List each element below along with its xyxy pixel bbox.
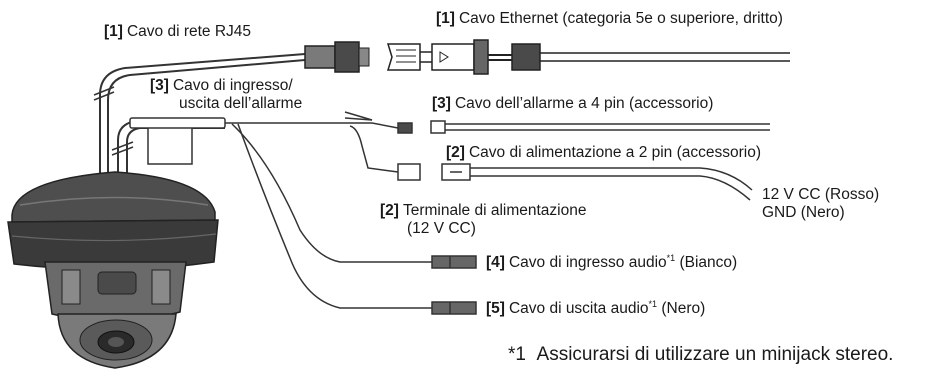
label-audio-out-text: Cavo di uscita audio — [508, 300, 649, 317]
alarm-plug-right — [430, 120, 446, 134]
mount-bracket — [147, 125, 193, 165]
label-alarm-io-line2: uscita dell’allarme — [179, 95, 303, 112]
label-ethernet-text: Cavo Ethernet (categoria 5e o superiore,… — [458, 10, 783, 27]
label-alarm-io-line1: Cavo di ingresso/ — [172, 77, 293, 94]
label-audio-in: [4]Cavo di ingresso audio*1 (Bianco) — [486, 252, 738, 272]
label-audio-out-num: [5] — [486, 300, 505, 317]
footnote-text: Assicurarsi di utilizzare un minijack st… — [536, 344, 894, 365]
label-alarm-io-num: [3] — [150, 77, 169, 94]
label-power-terminal-line1: Terminale di alimentazione — [402, 202, 587, 219]
label-alarm-4pin-num: [3] — [432, 95, 451, 112]
label-rj45-text: Cavo di rete RJ45 — [126, 23, 252, 40]
label-audio-out-sup: *1 — [648, 298, 658, 309]
label-red-wire: 12 V CC (Rosso) — [762, 186, 879, 204]
label-audio-in-text: Cavo di ingresso audio — [508, 254, 667, 271]
label-rj45-num: [1] — [104, 23, 123, 40]
label-rj45: [1]Cavo di rete RJ45 — [104, 23, 251, 41]
label-gnd-wire-text: GND (Nero) — [762, 204, 845, 221]
audio-out-jack — [431, 301, 477, 315]
label-power-2pin: [2]Cavo di alimentazione a 2 pin (access… — [446, 144, 761, 162]
audio-in-jack — [431, 255, 477, 269]
label-ethernet: [1]Cavo Ethernet (categoria 5e o superio… — [436, 10, 783, 28]
footnote-mark: *1 — [508, 344, 526, 365]
label-audio-in-num: [4] — [486, 254, 505, 271]
label-power-2pin-num: [2] — [446, 144, 465, 161]
cable-riser-left — [99, 53, 306, 182]
label-gnd-wire: GND (Nero) — [762, 204, 845, 222]
label-power-2pin-text: Cavo di alimentazione a 2 pin (accessori… — [468, 144, 762, 161]
cable-bundle — [225, 111, 770, 315]
footnote: *1 Assicurarsi di utilizzare un minijack… — [508, 344, 893, 366]
ethernet-plug-icon — [386, 43, 421, 71]
label-power-terminal-num: [2] — [380, 202, 399, 219]
label-audio-out: [5]Cavo di uscita audio*1 (Nero) — [486, 298, 706, 318]
label-audio-out-color: (Nero) — [657, 300, 706, 317]
power-terminal — [397, 163, 421, 181]
label-alarm-io: [3]Cavo di ingresso/ uscita dell’allarme — [150, 77, 302, 113]
rj45-connector-group — [304, 39, 790, 75]
label-ethernet-num: [1] — [436, 10, 455, 27]
label-audio-in-sup: *1 — [666, 252, 676, 263]
label-alarm-4pin-text: Cavo dell’allarme a 4 pin (accessorio) — [454, 95, 714, 112]
dome-camera — [7, 53, 306, 369]
label-red-wire-text: 12 V CC (Rosso) — [762, 186, 880, 203]
label-audio-in-color: (Bianco) — [675, 254, 738, 271]
alarm-cable-sleeve — [129, 117, 226, 129]
label-power-terminal-line2: (12 V CC) — [407, 220, 476, 237]
alarm-plug-left — [397, 122, 413, 134]
label-power-terminal: [2]Terminale di alimentazione (12 V CC) — [380, 202, 586, 238]
label-alarm-4pin: [3]Cavo dell’allarme a 4 pin (accessorio… — [432, 95, 713, 113]
